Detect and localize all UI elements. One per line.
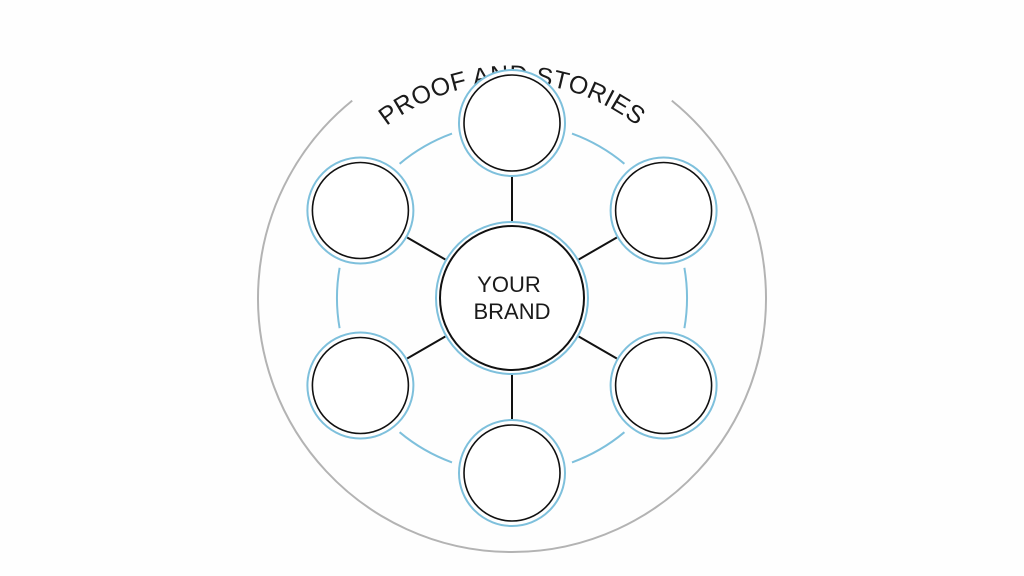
satellite-circle [614, 336, 713, 435]
satellite-circle [463, 424, 561, 522]
connector-arc [571, 431, 626, 464]
satellite-node [306, 156, 415, 265]
spoke-line [578, 335, 618, 360]
satellite-circle [463, 74, 561, 172]
spoke-line [578, 236, 618, 261]
center-label: YOUR BRAND [473, 272, 550, 324]
satellite-node [306, 331, 415, 440]
satellite-node [609, 156, 718, 265]
connector-arcs [335, 132, 689, 464]
connector-arc [398, 132, 453, 165]
satellite-node [458, 419, 566, 527]
satellite-node [458, 69, 566, 177]
satellite-circle [311, 161, 410, 260]
satellite-nodes [306, 69, 718, 527]
satellite-circle [311, 336, 410, 435]
connector-arc [683, 267, 689, 329]
center-node-circle [439, 225, 585, 371]
center-label-line-2: BRAND [473, 299, 550, 324]
spoke-line [406, 236, 446, 261]
satellite-node [609, 331, 718, 440]
connector-arc [335, 267, 341, 329]
connector-arc [571, 132, 626, 165]
spokes [406, 177, 618, 419]
center-node: YOUR BRAND [435, 221, 589, 375]
satellite-circle [614, 161, 713, 260]
connector-arc [398, 431, 453, 464]
outer-ring [257, 99, 767, 553]
spoke-line [406, 335, 446, 360]
center-label-line-1: YOUR [477, 272, 541, 297]
